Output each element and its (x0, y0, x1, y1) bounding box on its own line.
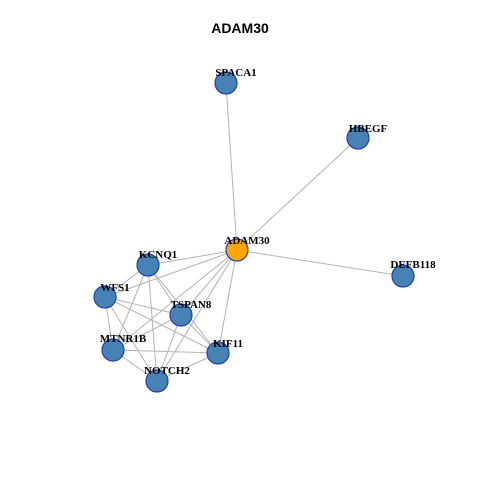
edge-kcnq1-mtnr1b (112, 264, 149, 351)
node-label-hbegf: HBEGF (349, 123, 388, 135)
edge-wfs1-tspan8 (104, 296, 182, 316)
edge-adam30-spaca1 (225, 82, 238, 251)
edge-adam30-tspan8 (180, 249, 238, 316)
node-adam30: ADAM30 (224, 235, 270, 262)
node-kcnq1: KCNQ1 (136, 249, 178, 277)
node-kif11: KIF11 (206, 338, 243, 365)
edge-wfs1-notch2 (104, 296, 158, 382)
node-circle-adam30 (225, 238, 249, 262)
edge-mtnr1b-kif11 (112, 349, 219, 354)
edge-tspan8-notch2 (156, 314, 182, 382)
node-defb118: DEFB118 (390, 259, 436, 288)
node-label-kif11: KIF11 (213, 338, 243, 350)
node-circle-hbegf (346, 126, 370, 150)
edge-kcnq1-notch2 (147, 264, 158, 382)
edge-adam30-kcnq1 (147, 249, 238, 266)
node-label-defb118: DEFB118 (390, 259, 436, 271)
node-circle-mtnr1b (101, 338, 125, 362)
node-spaca1: SPACA1 (214, 67, 257, 95)
node-circle-notch2 (145, 369, 169, 393)
node-circle-defb118 (391, 264, 415, 288)
node-hbegf: HBEGF (346, 123, 388, 150)
edge-adam30-wfs1 (104, 249, 238, 298)
node-label-kcnq1: KCNQ1 (139, 249, 178, 261)
node-notch2: NOTCH2 (144, 365, 190, 393)
node-label-tspan8: TSPAN8 (171, 299, 212, 311)
node-circle-kif11 (206, 341, 230, 365)
edge-adam30-defb118 (236, 249, 404, 277)
node-tspan8: TSPAN8 (169, 299, 212, 327)
node-label-notch2: NOTCH2 (144, 365, 190, 377)
node-circle-kcnq1 (136, 253, 160, 277)
edge-adam30-mtnr1b (112, 249, 238, 351)
node-label-wfs1: WFS1 (100, 282, 129, 294)
edge-adam30-notch2 (156, 249, 238, 382)
edge-adam30-hbegf (236, 137, 359, 251)
edge-adam30-kif11 (217, 249, 238, 354)
graph-title: ADAM30 (211, 20, 269, 36)
node-circle-tspan8 (169, 303, 193, 327)
node-wfs1: WFS1 (93, 282, 130, 309)
node-circle-wfs1 (93, 285, 117, 309)
node-label-spaca1: SPACA1 (215, 67, 256, 79)
node-label-mtnr1b: MTNR1B (100, 333, 147, 345)
node-label-adam30: ADAM30 (224, 235, 270, 247)
node-mtnr1b: MTNR1B (100, 333, 147, 362)
node-circle-spaca1 (214, 71, 238, 95)
edge-tspan8-mtnr1b (112, 314, 182, 351)
